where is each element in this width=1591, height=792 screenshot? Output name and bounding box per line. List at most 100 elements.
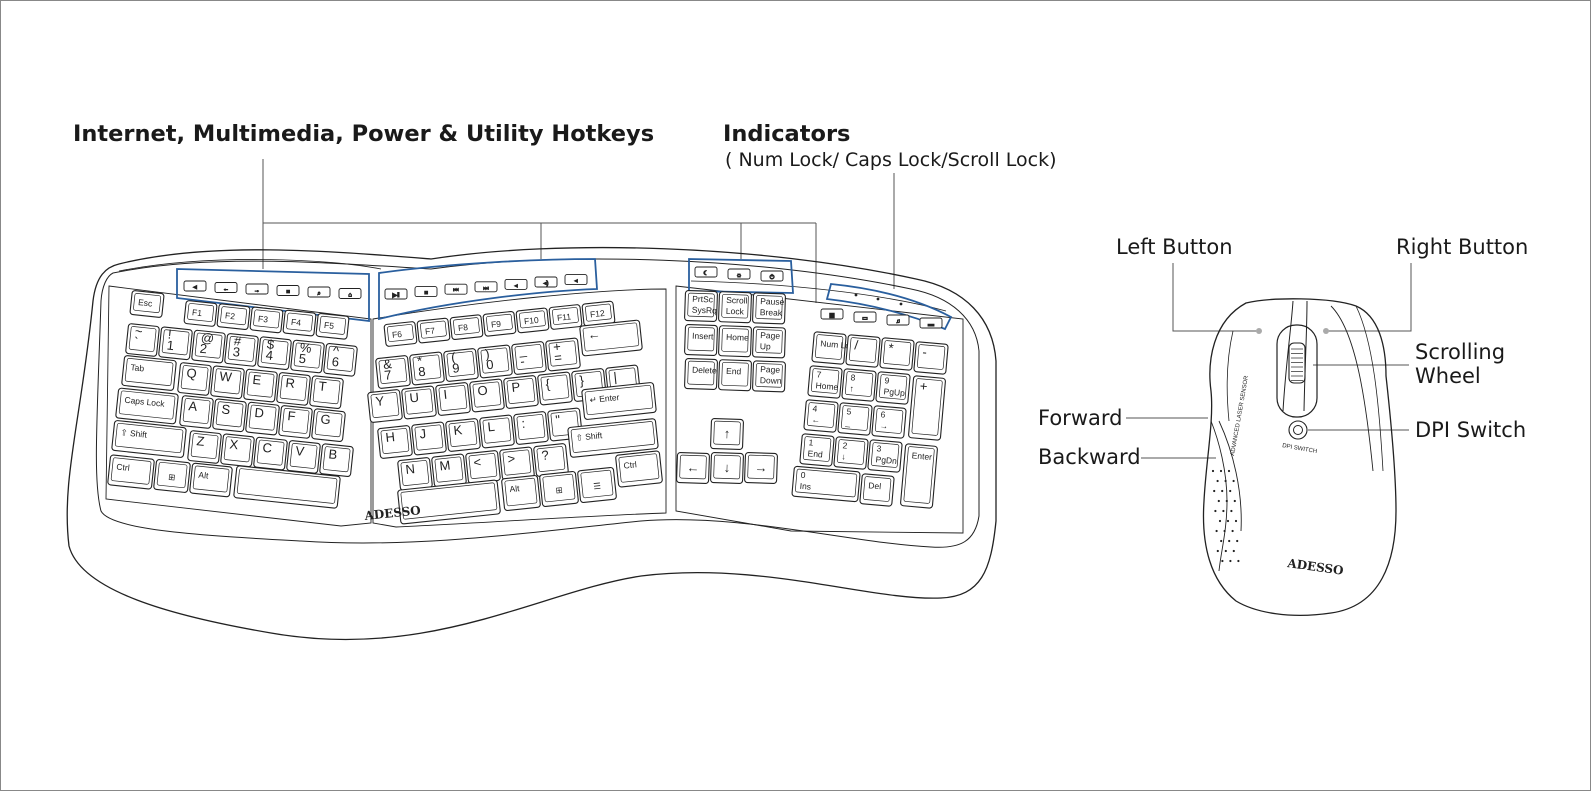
key-nav-3[interactable]: Insert [684,324,718,356]
hotkey-left-4[interactable]: ⌕ [307,286,331,298]
key-arrow-up[interactable]: ↑ [710,418,744,450]
key-enter[interactable]: ↵ Enter [581,382,657,420]
key-num-3[interactable]: #3 [224,332,259,367]
key-nav-4[interactable]: Home [718,325,752,358]
key-f4[interactable]: F4 [282,309,317,337]
key-arrow-down[interactable]: ↓ [710,452,744,484]
key-num-1[interactable]: !1 [158,326,193,361]
key-shift-left[interactable]: ⇧ Shift [111,420,187,458]
key-num-5[interactable]: %5 [290,339,325,374]
hotkey-left-5[interactable]: ⌂ [338,288,362,299]
key-s[interactable]: S [212,398,247,433]
key-tab[interactable]: Tab [121,355,177,391]
key-zr-3[interactable]: > [499,446,535,481]
hotkey-media-0[interactable]: ▶‖ [384,288,408,300]
key-c[interactable]: C [253,436,288,471]
key-num-r3[interactable]: )0 [477,344,513,379]
hotkey-media-5[interactable]: ◂) [534,276,558,288]
hotkey-right-1[interactable]: ▭ [853,311,877,323]
key-ar-2[interactable]: K [445,418,481,452]
key-backspace[interactable]: ← [579,319,643,357]
key-win-left[interactable]: ⊞ [153,459,191,493]
key-num-2[interactable]: @2 [191,329,226,364]
key-f5[interactable]: F5 [315,312,350,340]
hotkey-media-6[interactable]: ◂ [564,274,588,286]
key-f6[interactable]: F6 [383,321,418,347]
key-f8[interactable]: F8 [449,314,484,341]
hotkey-media-2[interactable]: ⏮ [444,283,468,295]
hotkey-left-3[interactable]: ≡ [276,285,300,296]
key-num-8[interactable]: 8↑ [841,368,877,402]
hotkey-power-1[interactable]: ☼ [727,268,751,280]
key-v[interactable]: V [286,440,321,474]
key-f1[interactable]: F1 [183,300,218,327]
key-qr-5[interactable]: { [537,371,573,406]
key-num-6[interactable]: ^6 [323,342,358,377]
key-f2[interactable]: F2 [216,303,251,331]
key-num-r4[interactable]: _- [511,340,547,375]
key-zr-0[interactable]: N [397,457,433,491]
key-r[interactable]: R [276,372,311,406]
key-num-r0[interactable]: &7 [375,354,411,389]
key-qr-1[interactable]: U [401,385,437,420]
key-t[interactable]: T [309,375,344,409]
key-num-2[interactable]: 2↓ [833,436,869,470]
hotkey-power-0[interactable]: ☾ [694,266,718,278]
key-caps-lock[interactable]: Caps Lock [115,387,179,425]
key-num-4[interactable]: 4← [803,399,839,433]
key-num-plus[interactable]: + [908,375,946,441]
key-x[interactable]: X [220,433,255,468]
key-num-slash[interactable]: / [845,334,881,368]
key-e[interactable]: E [243,368,278,403]
key-num-star[interactable]: * [879,337,915,371]
key-qr-4[interactable]: P [503,375,539,409]
key-zr-2[interactable]: < [465,450,501,484]
key-num-0[interactable]: ~` [125,322,160,357]
key-num-r5[interactable]: += [545,337,581,372]
key-arrow-left[interactable]: ← [676,452,710,484]
key-qr-3[interactable]: O [469,378,505,413]
key-num-r2[interactable]: (9 [443,347,479,382]
key-num-4[interactable]: $4 [257,336,292,370]
key-f11[interactable]: F11 [548,304,583,330]
key-a[interactable]: A [179,395,214,429]
key-f[interactable]: F [278,405,313,439]
key-arrow-right[interactable]: → [744,452,778,484]
hotkey-media-4[interactable]: ◂ [504,278,528,290]
key-shift-right[interactable]: ⇧ Shift [567,418,659,458]
key-num-enter[interactable]: Enter [900,443,938,509]
key-num-r1[interactable]: *8 [409,351,445,386]
key-num-6[interactable]: 6→ [871,405,907,439]
key-f9[interactable]: F9 [482,310,517,337]
key-g[interactable]: G [311,408,346,442]
hotkey-right-2[interactable]: ♫ [886,314,910,326]
key-b[interactable]: B [319,443,354,477]
key-w[interactable]: W [210,365,245,400]
key-ar-0[interactable]: H [377,425,413,459]
key-space-right[interactable] [397,479,501,525]
hotkey-left-2[interactable]: → [245,283,269,295]
key-ar-1[interactable]: J [411,421,447,456]
hotkey-right-3[interactable]: ▬ [919,317,943,329]
key-z[interactable]: Z [187,430,222,464]
key-space-left[interactable] [233,465,341,509]
hotkey-media-3[interactable]: ⏭ [474,281,498,293]
key-d[interactable]: D [245,401,280,436]
key-num-5[interactable]: 5_ [837,402,873,436]
key-qr-0[interactable]: Y [367,389,403,423]
key-f3[interactable]: F3 [249,306,284,334]
key-alt-right[interactable]: Alt [501,474,541,512]
key-f10[interactable]: F10 [515,307,550,334]
key-esc[interactable]: Esc [129,290,165,318]
key-ctrl-right[interactable]: Ctrl [615,450,663,488]
key-ar-4[interactable]: : [513,411,549,445]
key-f7[interactable]: F7 [416,317,451,344]
key-num-del[interactable]: Del [859,473,895,507]
